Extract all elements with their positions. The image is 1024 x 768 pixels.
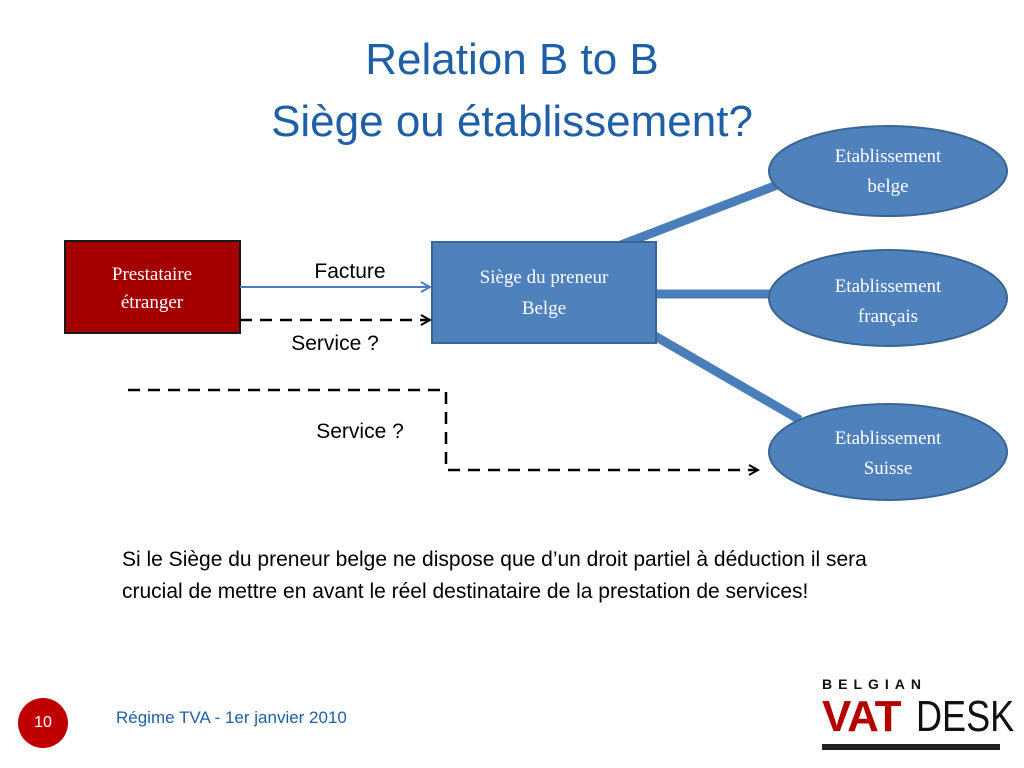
etablissement-suisse-label-2: Suisse bbox=[864, 458, 913, 479]
service-arrow-2 bbox=[128, 388, 758, 470]
explanation-note: Si le Siège du preneur belge ne dispose … bbox=[122, 548, 867, 603]
service-label-2: Service ? bbox=[316, 420, 404, 443]
prestataire-label-2: étranger bbox=[121, 292, 184, 313]
connector-belge bbox=[606, 175, 792, 255]
etablissement-suisse bbox=[768, 403, 1008, 501]
etablissement-francais-label-2: français bbox=[858, 306, 918, 327]
etablissement-belge-label-1: Etablissement bbox=[835, 146, 942, 167]
slide-title-line-1: Relation B to B bbox=[365, 35, 659, 84]
etablissement-francais bbox=[768, 249, 1008, 347]
connector-suisse bbox=[652, 332, 803, 424]
siege-label-2: Belge bbox=[522, 298, 566, 319]
logo-desk: DESK bbox=[916, 692, 1015, 741]
prestataire-label-1: Prestataire bbox=[112, 264, 192, 285]
etablissement-suisse-label-1: Etablissement bbox=[835, 428, 942, 449]
siege-box bbox=[431, 241, 657, 344]
logo-underline bbox=[822, 744, 1000, 750]
footer-text: Régime TVA - 1er janvier 2010 bbox=[116, 708, 347, 727]
diagram: Prestataire étranger Siège du preneur Be… bbox=[64, 125, 1008, 501]
etablissement-belge bbox=[768, 125, 1008, 217]
etablissement-belge-label-2: belge bbox=[867, 176, 908, 197]
logo-belgian: BELGIAN bbox=[822, 676, 927, 692]
slide-title-line-2: Siège ou établissement? bbox=[271, 97, 753, 146]
facture-label: Facture bbox=[314, 260, 385, 283]
logo-vat: VAT bbox=[822, 692, 901, 741]
prestataire-box bbox=[64, 240, 241, 334]
etablissement-francais-label-1: Etablissement bbox=[835, 276, 942, 297]
siege-label-1: Siège du preneur bbox=[480, 267, 609, 288]
service-label-1: Service ? bbox=[291, 332, 379, 355]
vatdesk-logo: BELGIAN VAT DESK bbox=[822, 676, 1014, 752]
page-number-badge: 10 bbox=[18, 698, 68, 748]
